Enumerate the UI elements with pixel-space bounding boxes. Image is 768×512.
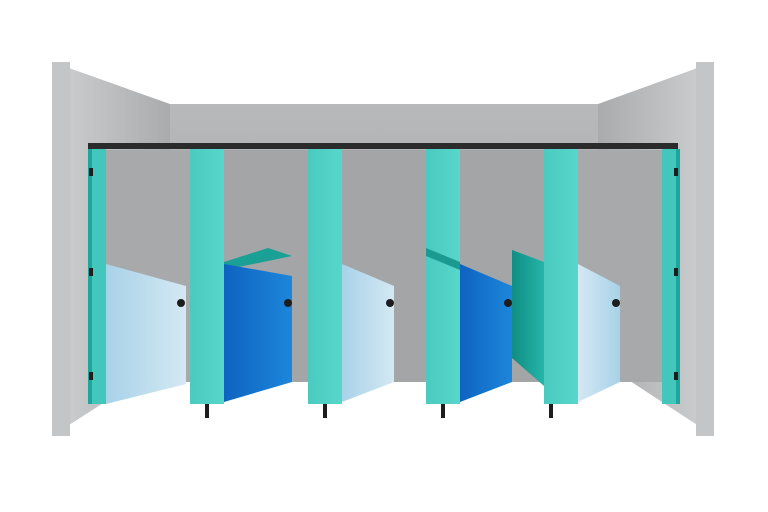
wall-bracket <box>674 268 678 276</box>
pilaster-foot <box>441 404 445 418</box>
door-cubicle-4-edge <box>426 248 460 270</box>
door-cubicle-4[interactable] <box>460 264 512 402</box>
wall-bracket <box>674 168 678 176</box>
door-cubicle-2[interactable] <box>224 264 292 402</box>
door-handle[interactable] <box>386 299 394 307</box>
wall-bracket <box>89 268 93 276</box>
wall-bracket <box>89 372 93 380</box>
pilaster-1 <box>190 149 224 404</box>
door-cubicle-3[interactable] <box>342 264 394 402</box>
door-handle[interactable] <box>284 299 292 307</box>
pilaster-foot <box>323 404 327 418</box>
door-cubicle-1[interactable] <box>106 264 186 404</box>
pilaster-3 <box>426 149 460 404</box>
door-cubicle-5[interactable] <box>578 264 620 402</box>
door-cubicle-2-edge <box>224 248 292 270</box>
door-handle[interactable] <box>177 299 185 307</box>
head-rail <box>88 143 678 149</box>
wall-bracket <box>89 168 93 176</box>
right-wall-edge <box>696 62 714 436</box>
pilaster-foot <box>549 404 553 418</box>
wall-pilaster-right-edge <box>676 149 680 404</box>
door-handle[interactable] <box>612 299 620 307</box>
pilaster-4 <box>544 149 578 404</box>
pilaster-2 <box>308 149 342 404</box>
pilaster-foot <box>205 404 209 418</box>
wall-pilaster-right <box>662 149 680 404</box>
wall-bracket <box>674 372 678 380</box>
door-handle[interactable] <box>504 299 512 307</box>
door-cubicle-5-side <box>512 250 544 386</box>
left-wall-edge <box>52 62 70 436</box>
wall-pilaster-left-face <box>92 149 106 404</box>
